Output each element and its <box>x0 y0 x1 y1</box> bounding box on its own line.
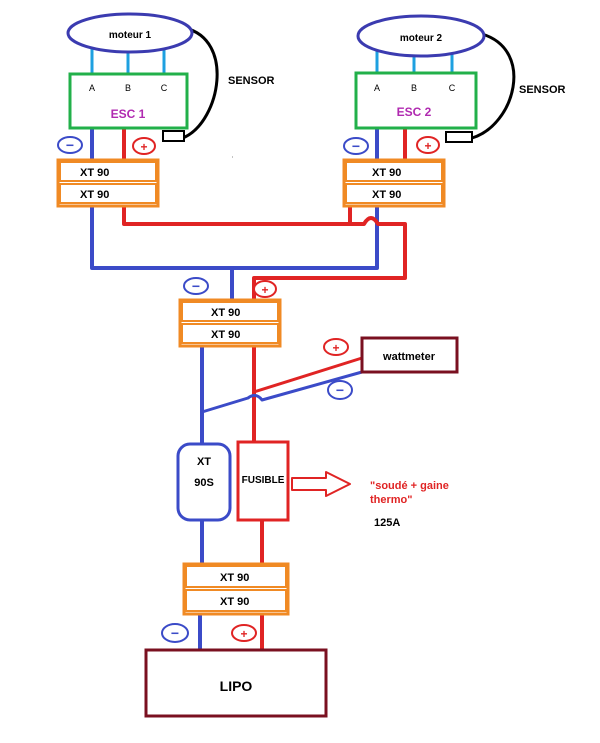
esc-2-sensor-plug <box>445 131 473 143</box>
motor-2-label: moteur 2 <box>400 33 443 44</box>
battery-label: LIPO <box>220 678 253 694</box>
fuse-rating: 125A <box>374 517 400 529</box>
esc-2-label: ESC 2 <box>397 105 432 119</box>
positive-marker: + <box>416 136 440 154</box>
svg-text:−: − <box>336 382 344 398</box>
svg-text:XT: XT <box>197 456 211 468</box>
xt90-connector-main: XT 90 XT 90 <box>178 298 282 348</box>
fuse-label: FUSIBLE <box>242 475 285 486</box>
svg-text:−: − <box>352 138 360 154</box>
esc-2-phase-b: B <box>411 83 417 93</box>
esc-1-label: ESC 1 <box>111 107 146 121</box>
svg-text:+: + <box>240 627 247 641</box>
negative-bus <box>90 204 379 270</box>
svg-text:XT 90: XT 90 <box>80 189 109 201</box>
wattmeter-label: wattmeter <box>382 351 436 363</box>
xt90-connector-battery: XT 90 XT 90 <box>182 562 290 616</box>
wattmeter: wattmeter <box>360 336 459 374</box>
esc-2-phase-c: C <box>449 83 456 93</box>
sensor-1-label: SENSOR <box>228 75 275 87</box>
svg-text:+: + <box>332 341 339 355</box>
svg-text:XT 90: XT 90 <box>220 596 249 608</box>
fuse: FUSIBLE <box>236 440 290 522</box>
esc-1-phase-c: C <box>161 83 168 93</box>
lipo-battery: LIPO <box>144 648 328 718</box>
svg-text:90S: 90S <box>194 477 214 489</box>
svg-text:XT 90: XT 90 <box>220 572 249 584</box>
positive-marker: + <box>132 137 156 155</box>
positive-marker: + <box>253 280 277 298</box>
esc-1-sensor-plug <box>162 130 185 142</box>
esc-1: A B C ESC 1 <box>68 72 189 142</box>
svg-text:−: − <box>171 625 179 641</box>
xt90-connector-esc1: XT 90 XT 90 <box>56 158 160 208</box>
motor-1-label: moteur 1 <box>109 30 152 41</box>
esc-1-phase-b: B <box>125 83 131 93</box>
note-line-2: thermo" <box>370 494 413 506</box>
esc-2-phase-a: A <box>374 83 380 93</box>
svg-text:XT 90: XT 90 <box>372 167 401 179</box>
esc-2: A B C ESC 2 <box>354 71 478 143</box>
xt90-connector-esc2: XT 90 XT 90 <box>342 158 446 208</box>
polarity-markers: − + − + − + + − <box>57 136 440 643</box>
negative-marker: − <box>327 380 353 400</box>
negative-marker: − <box>161 623 189 643</box>
svg-text:−: − <box>66 137 74 153</box>
note-arrow <box>291 471 351 497</box>
xt90s-connector: XT 90S <box>176 442 232 522</box>
svg-text:XT 90: XT 90 <box>211 307 240 319</box>
positive-marker: + <box>323 338 349 356</box>
svg-text:+: + <box>261 283 268 297</box>
negative-marker: − <box>57 136 83 154</box>
motor-1: moteur 1 <box>66 12 194 54</box>
svg-text:−: − <box>192 278 200 294</box>
note-line-1: "soudé + gaine <box>370 480 449 492</box>
wattmeter-positive-lead <box>252 356 364 394</box>
svg-text:XT 90: XT 90 <box>80 167 109 179</box>
svg-text:+: + <box>140 140 147 154</box>
positive-marker: + <box>231 624 257 642</box>
esc-1-phase-a: A <box>89 83 95 93</box>
wattmeter-negative-lead <box>200 370 364 414</box>
sensor-cable-1 <box>183 26 219 139</box>
sensor-2-label: SENSOR <box>519 84 566 96</box>
positive-bus <box>122 204 407 302</box>
negative-marker: − <box>343 137 369 155</box>
motor-2: moteur 2 <box>356 14 486 58</box>
negative-marker: − <box>183 277 209 295</box>
svg-text:+: + <box>424 139 431 153</box>
svg-text:XT 90: XT 90 <box>372 189 401 201</box>
svg-text:XT 90: XT 90 <box>211 329 240 341</box>
sensor-cable-2 <box>470 32 516 140</box>
